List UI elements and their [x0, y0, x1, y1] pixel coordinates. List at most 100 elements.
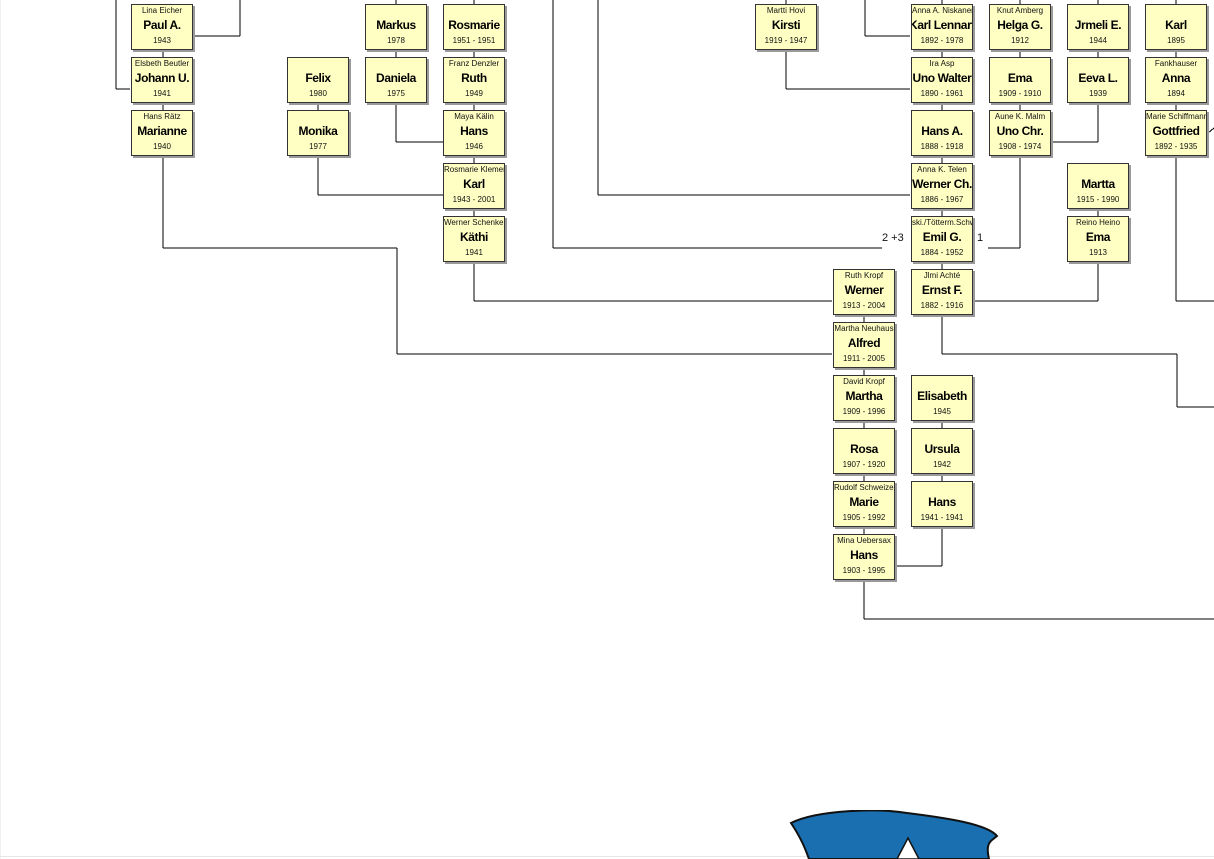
- person-name: Anna: [1161, 71, 1191, 85]
- person-card[interactable]: Aune K. Malm Uno Chr. 1908 - 1974: [989, 110, 1051, 156]
- person-name: Ernst F.: [921, 283, 963, 297]
- coat-of-arms-icon: [789, 810, 999, 859]
- person-name: Alfred: [847, 336, 881, 350]
- page-break-line: [0, 856, 1214, 857]
- person-name: Hans A.: [921, 124, 963, 138]
- spouse-label: ski./Tötterm.Schw.: [912, 218, 973, 227]
- person-card[interactable]: Marie Schiffmann Gottfried 1892 - 1935: [1145, 110, 1207, 156]
- person-card[interactable]: Felix 1980: [287, 57, 349, 103]
- person-card[interactable]: Martta 1915 - 1990: [1067, 163, 1129, 209]
- person-card[interactable]: Anna A. Niskanen Karl Lennart 1892 - 197…: [911, 4, 973, 50]
- person-name: Ema: [1007, 71, 1033, 85]
- person-card[interactable]: Monika 1977: [287, 110, 349, 156]
- person-card[interactable]: Martha Neuhaus Alfred 1911 - 2005: [833, 322, 895, 368]
- person-card[interactable]: Ira Asp Uno Walter 1890 - 1961: [911, 57, 973, 103]
- person-card[interactable]: ski./Tötterm.Schw. Emil G. 1884 - 1952: [911, 216, 973, 262]
- person-name: Daniela: [376, 71, 416, 85]
- person-name: Marie: [849, 495, 879, 509]
- person-dates: 1913 - 2004: [842, 301, 886, 310]
- person-card[interactable]: Eeva L. 1939: [1067, 57, 1129, 103]
- spouse-label: Reino Heino: [1075, 218, 1121, 227]
- person-name: Markus: [376, 18, 416, 32]
- person-name: Helga G.: [997, 18, 1043, 32]
- person-card[interactable]: Ema 1909 - 1910: [989, 57, 1051, 103]
- person-card[interactable]: Maya Kälin Hans 1946: [443, 110, 505, 156]
- person-dates: 1980: [309, 89, 327, 98]
- person-dates: 1905 - 1992: [842, 513, 886, 522]
- person-card[interactable]: Martti Hovi Kirsti 1919 - 1947: [755, 4, 817, 50]
- person-name: Emil G.: [922, 230, 962, 244]
- person-dates: 1894: [1167, 89, 1185, 98]
- person-name: Felix: [305, 71, 331, 85]
- spouse-label: Mina Uebersax: [837, 536, 891, 545]
- person-dates: 1913: [1089, 248, 1107, 257]
- person-dates: 1886 - 1967: [920, 195, 964, 204]
- person-card[interactable]: Jrmeli E. 1944: [1067, 4, 1129, 50]
- person-card[interactable]: Karl 1895: [1145, 4, 1207, 50]
- person-name: Marianne: [137, 124, 187, 138]
- person-card[interactable]: David Kropf Martha 1909 - 1996: [833, 375, 895, 421]
- page-edge: [0, 0, 1, 859]
- spouse-label: Rosmarie Klemenz: [444, 165, 505, 174]
- person-dates: 1941: [153, 89, 171, 98]
- person-dates: 1908 - 1974: [998, 142, 1042, 151]
- person-card[interactable]: Ursula 1942: [911, 428, 973, 474]
- person-dates: 1909 - 1996: [842, 407, 886, 416]
- person-name: Karl: [463, 177, 485, 191]
- person-name: Ruth: [461, 71, 487, 85]
- spouse-label: Fankhauser: [1154, 59, 1198, 68]
- person-card[interactable]: Fankhauser Anna 1894: [1145, 57, 1207, 103]
- person-card[interactable]: Elsbeth Beutler Johann U. 1941: [131, 57, 193, 103]
- person-card[interactable]: Hans 1941 - 1941: [911, 481, 973, 527]
- person-card[interactable]: Ruth Kropf Werner 1913 - 2004: [833, 269, 895, 315]
- person-name: Johann U.: [134, 71, 190, 85]
- person-card[interactable]: Lina Eicher Paul A. 1943: [131, 4, 193, 50]
- person-card[interactable]: Franz Denzler Ruth 1949: [443, 57, 505, 103]
- person-dates: 1944: [1089, 36, 1107, 45]
- person-card[interactable]: Werner Schenkel Käthi 1941: [443, 216, 505, 262]
- person-card[interactable]: Jlmi Achté Ernst F. 1882 - 1916: [911, 269, 973, 315]
- person-name: Werner: [844, 283, 884, 297]
- person-card[interactable]: Elisabeth 1945: [911, 375, 973, 421]
- person-name: Werner Ch.: [912, 177, 972, 191]
- person-dates: 1915 - 1990: [1076, 195, 1120, 204]
- person-dates: 1890 - 1961: [920, 89, 964, 98]
- person-card[interactable]: Mina Uebersax Hans 1903 - 1995: [833, 534, 895, 580]
- spouse-label: Anna K. Telen: [917, 165, 967, 174]
- person-card[interactable]: Rosmarie Klemenz Karl 1943 - 2001: [443, 163, 505, 209]
- person-name: Ema: [1085, 230, 1111, 244]
- person-dates: 1919 - 1947: [764, 36, 808, 45]
- person-dates: 1892 - 1935: [1154, 142, 1198, 151]
- spouse-label: Aune K. Malm: [994, 112, 1046, 121]
- person-dates: 1940: [153, 142, 171, 151]
- spouse-label: Lina Eicher: [141, 6, 183, 15]
- person-dates: 1941: [465, 248, 483, 257]
- marriage-count-note: 2 +3: [882, 232, 904, 244]
- spouse-label: Hans Rätz: [143, 112, 181, 121]
- person-card[interactable]: Knut Amberg Helga G. 1912: [989, 4, 1051, 50]
- person-card[interactable]: Hans A. 1888 - 1918: [911, 110, 973, 156]
- person-dates: 1978: [387, 36, 405, 45]
- person-name: Paul A.: [143, 18, 181, 32]
- person-card[interactable]: Markus 1978: [365, 4, 427, 50]
- person-card[interactable]: Daniela 1975: [365, 57, 427, 103]
- person-dates: 1945: [933, 407, 951, 416]
- person-dates: 1912: [1011, 36, 1029, 45]
- person-card[interactable]: Rosa 1907 - 1920: [833, 428, 895, 474]
- spouse-label: Anna A. Niskanen: [912, 6, 973, 15]
- person-name: Karl Lennart: [911, 18, 973, 32]
- person-dates: 1892 - 1978: [920, 36, 964, 45]
- person-card[interactable]: Hans Rätz Marianne 1940: [131, 110, 193, 156]
- person-dates: 1911 - 2005: [842, 354, 886, 363]
- person-card[interactable]: Reino Heino Ema 1913: [1067, 216, 1129, 262]
- person-card[interactable]: Rosmarie 1951 - 1951: [443, 4, 505, 50]
- person-name: Martta: [1081, 177, 1115, 191]
- person-card[interactable]: Anna K. Telen Werner Ch. 1886 - 1967: [911, 163, 973, 209]
- person-name: Karl: [1165, 18, 1187, 32]
- person-card[interactable]: Rudolf Schweizer Marie 1905 - 1992: [833, 481, 895, 527]
- person-dates: 1882 - 1916: [920, 301, 964, 310]
- person-dates: 1895: [1167, 36, 1185, 45]
- person-name: Rosmarie: [448, 18, 500, 32]
- spouse-label: Maya Kälin: [454, 112, 494, 121]
